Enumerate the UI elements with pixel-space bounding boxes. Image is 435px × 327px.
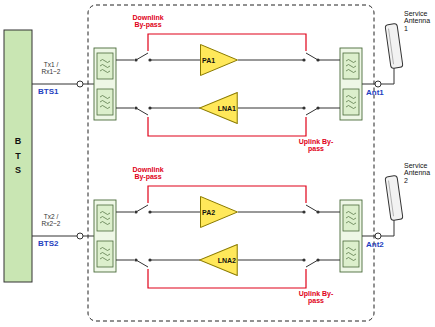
port-name: Ant1 bbox=[366, 89, 392, 97]
node-label: PA1 bbox=[202, 57, 215, 64]
port-name: Ant2 bbox=[366, 241, 392, 249]
node-label: LNA2 bbox=[218, 257, 236, 264]
bypass-label: Downlink By-pass bbox=[126, 14, 170, 29]
port-label: Tx1 / Rx1~2 bbox=[36, 62, 66, 76]
bts-box: B T S bbox=[4, 30, 32, 282]
bypass-label: Uplink By-pass bbox=[296, 138, 336, 153]
power-amplifier: PA2 bbox=[200, 196, 238, 228]
amplifier-outline bbox=[201, 197, 238, 228]
node-label: LNA1 bbox=[218, 105, 236, 112]
amplifier-outline bbox=[200, 245, 238, 276]
power-amplifier: PA1 bbox=[200, 44, 238, 76]
node-label: PA2 bbox=[202, 209, 215, 216]
amplifier-outline bbox=[200, 93, 238, 124]
repeater-enclosure bbox=[88, 5, 374, 321]
bypass-label: Uplink By-pass bbox=[296, 290, 336, 305]
antenna-label: Service Antenna 2 bbox=[404, 162, 434, 184]
low-noise-amplifier: LNA1 bbox=[199, 92, 238, 124]
amplifier-chain bbox=[32, 23, 403, 136]
low-noise-amplifier: LNA2 bbox=[199, 244, 238, 276]
node-label: B T S bbox=[14, 134, 23, 177]
antenna-label: Service Antenna 1 bbox=[404, 10, 434, 32]
amplifier-chain bbox=[32, 175, 403, 288]
bts-box bbox=[4, 30, 32, 282]
port-name: BTS1 bbox=[38, 88, 68, 96]
port-label: Tx2 / Rx2~2 bbox=[36, 214, 66, 228]
amplifier-outline bbox=[201, 45, 238, 76]
bypass-label: Downlink By-pass bbox=[126, 166, 170, 181]
port-name: BTS2 bbox=[38, 240, 68, 248]
